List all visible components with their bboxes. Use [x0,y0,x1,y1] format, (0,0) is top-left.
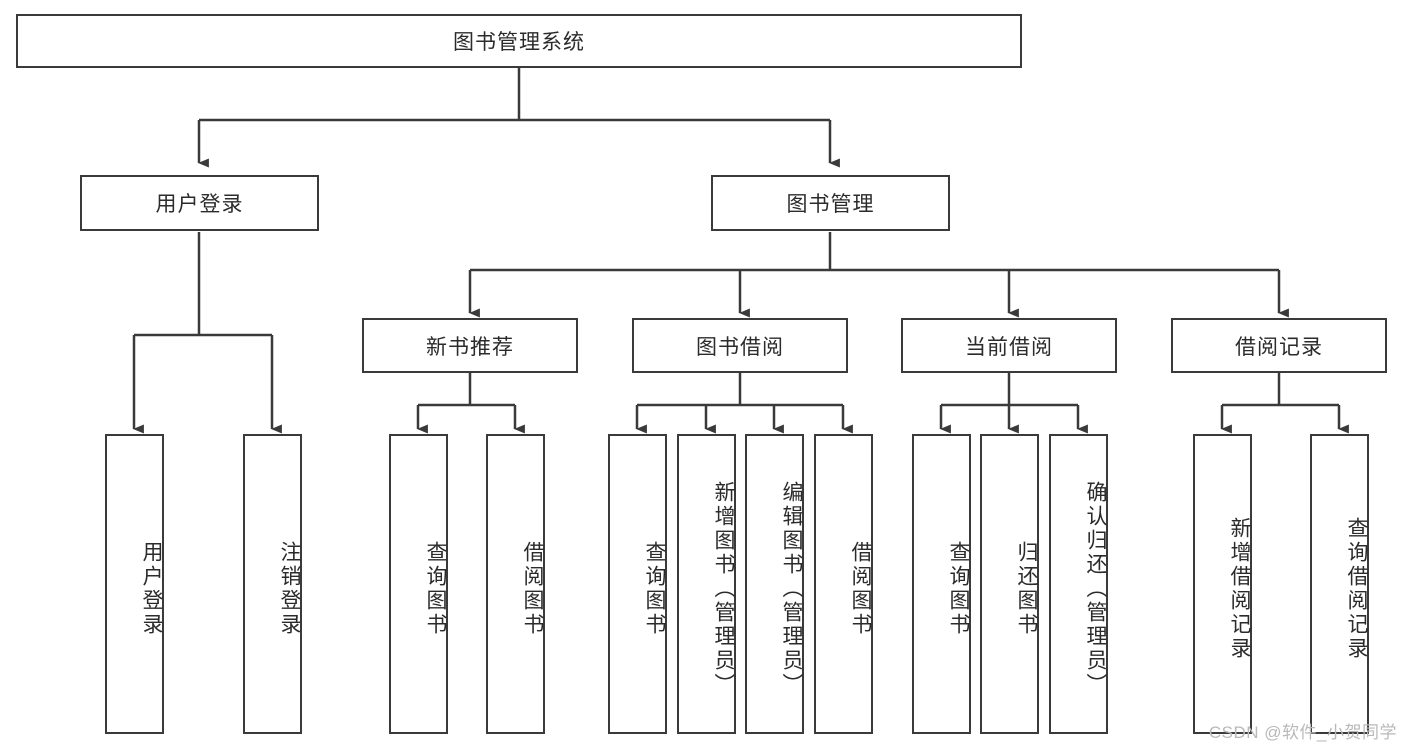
node-label: 用户登录 [155,193,244,216]
csdn-watermark: CSDN @软件_小贺同学 [1208,723,1397,742]
node-new-book-recommendation[interactable]: 新书推荐 [362,318,578,373]
leaf-query-borrow-record[interactable]: 查询借阅记录 [1310,434,1369,734]
node-label: 新增图书（管理员） [712,481,735,697]
node-label: 用户登录 [140,541,163,637]
node-label: 查询图书 [947,541,970,637]
node-label: 编辑图书（管理员） [780,481,803,697]
leaf-borrow-book-newbook[interactable]: 借阅图书 [486,434,545,734]
node-label: 查询图书 [424,541,447,637]
node-label: 确认归还（管理员） [1084,481,1107,697]
leaf-query-book-current[interactable]: 查询图书 [912,434,971,734]
node-label: 借阅记录 [1235,335,1323,359]
node-label: 图书管理系统 [453,31,585,54]
leaf-add-book-admin[interactable]: 新增图书（管理员） [677,434,736,734]
node-label: 查询借阅记录 [1345,517,1368,661]
node-label: 归还图书 [1015,541,1038,637]
node-label: 新书推荐 [426,335,514,359]
node-label: 图书借阅 [696,335,784,359]
node-label: 查询图书 [643,541,666,637]
leaf-borrow-book[interactable]: 借阅图书 [814,434,873,734]
leaf-user-login[interactable]: 用户登录 [105,434,164,734]
node-label: 注销登录 [278,541,301,637]
leaf-edit-book-admin[interactable]: 编辑图书（管理员） [745,434,804,734]
node-book-borrowing[interactable]: 图书借阅 [632,318,848,373]
leaf-query-book-borrow[interactable]: 查询图书 [608,434,667,734]
node-user-login[interactable]: 用户登录 [80,175,319,231]
leaf-confirm-return-admin[interactable]: 确认归还（管理员） [1049,434,1108,734]
node-book-management[interactable]: 图书管理 [711,175,950,231]
leaf-add-borrow-record[interactable]: 新增借阅记录 [1193,434,1252,734]
node-label: 借阅图书 [849,541,872,637]
node-current-borrowing[interactable]: 当前借阅 [901,318,1117,373]
node-label: 借阅图书 [521,541,544,637]
node-label: 当前借阅 [965,335,1053,359]
node-root-book-management-system[interactable]: 图书管理系统 [16,14,1022,68]
leaf-return-book[interactable]: 归还图书 [980,434,1039,734]
leaf-logout[interactable]: 注销登录 [243,434,302,734]
node-label: 图书管理 [786,193,875,216]
node-label: 新增借阅记录 [1228,517,1251,661]
node-borrowing-record[interactable]: 借阅记录 [1171,318,1387,373]
leaf-query-book-newbook[interactable]: 查询图书 [389,434,448,734]
